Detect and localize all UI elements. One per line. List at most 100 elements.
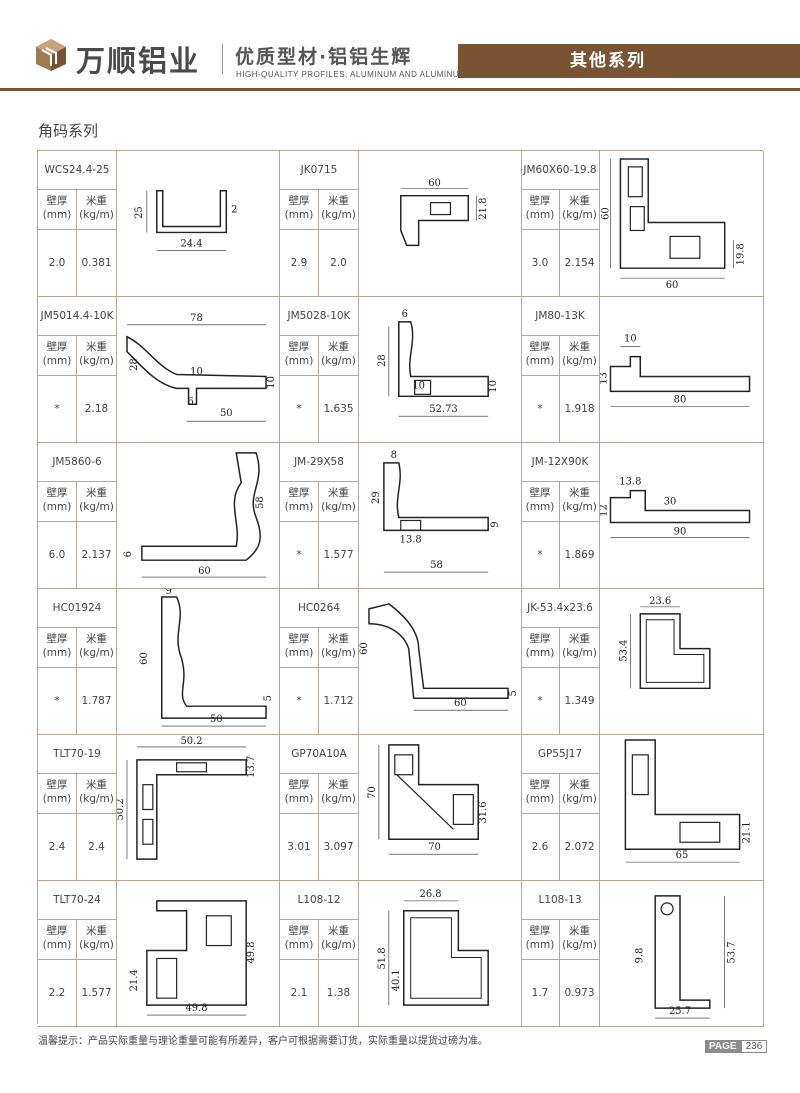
- thickness-value: *: [280, 376, 319, 442]
- weight-unit: (kg/m): [562, 939, 597, 951]
- weight-header: 米重(kg/m): [77, 482, 116, 521]
- weight-label: 米重: [86, 925, 107, 937]
- dimension-label: 25.7: [669, 1006, 691, 1017]
- page-number: 236: [740, 1040, 768, 1053]
- profile-drawing: 49.821.449.8: [129, 900, 257, 1016]
- weight-header: 米重(kg/m): [77, 190, 116, 229]
- weight-value: 1.349: [564, 695, 595, 707]
- thickness-unit: (mm): [284, 209, 314, 221]
- dimension-label: 9: [490, 521, 501, 527]
- dimension-label: 40.1: [391, 969, 402, 991]
- profile-drawing: 60 21.8: [400, 178, 489, 247]
- thickness-label: 壁厚: [46, 633, 68, 645]
- weight-label: 米重: [569, 195, 590, 207]
- weight-value: 1.577: [323, 549, 354, 561]
- weight-label: 米重: [328, 779, 349, 791]
- weight-label: 米重: [569, 925, 590, 937]
- thickness-unit: (mm): [284, 355, 314, 367]
- dimension-label: 28: [129, 358, 140, 371]
- thickness-label: 壁厚: [46, 341, 68, 353]
- slogan-english: HIGH-QUALITY PROFILES, ALUMINUM AND ALUM…: [236, 70, 467, 79]
- dimension-label: 13.8: [400, 534, 422, 545]
- weight-header: 米重(kg/m): [319, 482, 358, 521]
- thickness-unit: (mm): [42, 939, 72, 951]
- thickness-value: 2.2: [38, 960, 77, 1026]
- thickness-header: 壁厚(mm): [521, 628, 560, 667]
- thickness-value: 2.6: [521, 814, 560, 880]
- weight-header: 米重(kg/m): [560, 482, 599, 521]
- thickness-header: 壁厚(mm): [38, 190, 77, 229]
- dimension-label: 19.8: [736, 243, 747, 265]
- dimension-label: 60: [359, 642, 370, 655]
- dimension-label: 50: [220, 408, 233, 419]
- product-code: TLT70-24: [38, 881, 116, 920]
- weight-label: 米重: [86, 341, 107, 353]
- thickness-label: 壁厚: [529, 487, 551, 499]
- thickness-header: 壁厚(mm): [38, 336, 77, 375]
- weight-header: 米重(kg/m): [560, 190, 599, 229]
- dimension-label: 6: [123, 551, 134, 557]
- weight-label: 米重: [86, 633, 107, 645]
- dimension-label: 21.8: [478, 198, 489, 220]
- weight-unit: (kg/m): [321, 939, 356, 951]
- profile-drawing: 26.851.840.1: [377, 889, 489, 1006]
- product-code: GP55J17: [521, 735, 599, 774]
- weight-header: 米重(kg/m): [319, 774, 358, 813]
- weight-value: 1.38: [326, 987, 351, 999]
- thickness-label: 壁厚: [46, 925, 68, 937]
- dimension-label: 21.4: [129, 969, 140, 991]
- weight-label: 米重: [569, 341, 590, 353]
- weight-unit: (kg/m): [79, 793, 114, 805]
- weight-value: 1.712: [323, 695, 354, 707]
- series-banner: 其他系列: [458, 44, 800, 78]
- weight-label: 米重: [86, 779, 107, 791]
- weight-unit: (kg/m): [79, 501, 114, 513]
- weight-unit: (kg/m): [321, 355, 356, 367]
- thickness-value: 3.01: [280, 814, 319, 880]
- weight-header: 米重(kg/m): [319, 920, 358, 959]
- dimension-label: 10: [624, 334, 637, 345]
- thickness-value: *: [280, 668, 319, 734]
- product-code: HC0264: [280, 589, 358, 628]
- thickness-header: 壁厚(mm): [280, 628, 319, 667]
- product-code: WCS24.4-25: [38, 151, 116, 190]
- weight-value: 2.18: [84, 403, 109, 415]
- thickness-label: 壁厚: [529, 633, 551, 645]
- product-code: JM-12X90K: [521, 443, 599, 482]
- weight-header: 米重(kg/m): [319, 190, 358, 229]
- product-code: JM5014.4-10K: [38, 297, 116, 336]
- thickness-header: 壁厚(mm): [521, 190, 560, 229]
- series-label: 其他系列: [570, 51, 646, 71]
- weight-unit: (kg/m): [321, 501, 356, 513]
- thickness-label: 壁厚: [529, 195, 551, 207]
- weight-unit: (kg/m): [562, 793, 597, 805]
- weight-label: 米重: [569, 487, 590, 499]
- product-code: JM5860-6: [38, 443, 116, 482]
- thickness-header: 壁厚 (mm): [38, 920, 77, 959]
- dimension-label: 60: [428, 178, 441, 189]
- dimension-label: 9.8: [634, 948, 645, 964]
- dimension-label: 70: [367, 786, 378, 799]
- weight-label: 米重: [86, 195, 107, 207]
- weight-value: 2.072: [564, 841, 595, 853]
- dimension-label: 52.73: [429, 404, 457, 415]
- weight-header: 米重 (kg/m): [77, 774, 116, 813]
- dimension-label: 21.1: [742, 821, 753, 843]
- dimension-label: 58: [430, 560, 443, 571]
- slogan-chinese: 优质型材·铝铝生辉: [235, 46, 413, 68]
- dimension-label: 25: [134, 206, 145, 219]
